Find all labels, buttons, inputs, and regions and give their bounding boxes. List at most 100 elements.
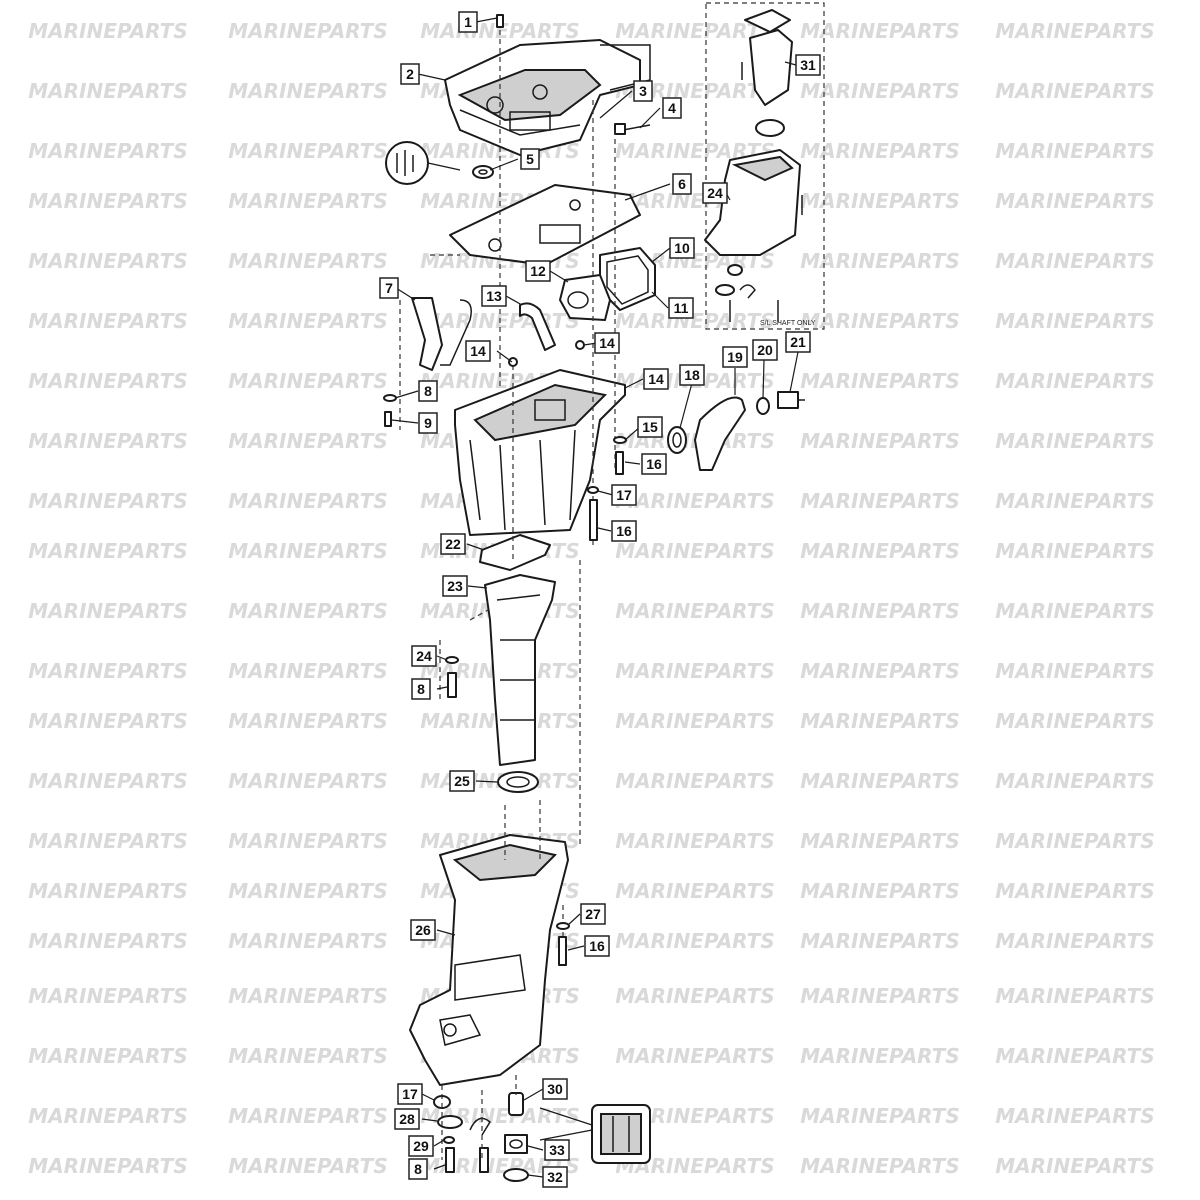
callout-label: 7 [385,280,393,296]
callout-label: 16 [646,456,662,472]
callout-label: 3 [639,83,647,99]
bolt-30 [445,1147,489,1173]
callout-box [584,935,610,957]
watermark-text: MARINEPARTS [28,709,187,733]
callout-label: 16 [616,523,632,539]
watermark-text: MARINEPARTS [28,1044,187,1068]
watermark-text: MARINEPARTS [995,659,1154,683]
watermark-text: MARINEPARTS [800,1044,959,1068]
callout-label: 2 [406,66,414,82]
watermark-text: MARINEPARTS [28,309,187,333]
callout-label: 33 [549,1142,565,1158]
pin-1 [496,14,504,28]
watermark-text: MARINEPARTS [28,1154,187,1178]
watermark-text: MARINEPARTS [995,249,1154,273]
callout-box [442,575,468,597]
watermark-text: MARINEPARTS [800,19,959,43]
callout-label: 11 [674,300,689,316]
watermark-text: MARINEPARTS [28,829,187,853]
watermark-text: MARINEPARTS [995,539,1154,563]
callout-label: 17 [402,1086,418,1102]
callout-box [542,1166,568,1188]
callout-label: 8 [414,1161,422,1177]
watermark-text: MARINEPARTS [995,984,1154,1008]
watermark-text: MARINEPARTS [995,929,1154,953]
watermark-text: MARINEPARTS [615,829,774,853]
watermark-text: MARINEPARTS [995,19,1154,43]
callout-box [449,770,475,792]
detail-inset [539,1104,651,1164]
watermark-text: MARINEPARTS [615,709,774,733]
callout-box [544,1139,570,1161]
watermark-text: MARINEPARTS [800,829,959,853]
callout-box [411,678,431,700]
watermark-text: MARINEPARTS [28,879,187,903]
callout-label: 23 [447,578,463,594]
callout-box [394,1108,420,1130]
watermark-text: MARINEPARTS [615,984,774,1008]
watermark-text: MARINEPARTS [615,19,774,43]
callout-label: 5 [526,151,534,167]
watermark-text: MARINEPARTS [800,659,959,683]
callout-box [411,645,437,667]
callout-label: 29 [413,1138,429,1154]
watermark-text: MARINEPARTS [800,709,959,733]
watermark-text: MARINEPARTS [228,599,387,623]
callout-box [669,237,695,259]
callout-label: 10 [674,240,690,256]
upper-casing-27 [409,834,569,1086]
watermark-text: MARINEPARTS [800,929,959,953]
callout-box [785,331,811,353]
watermark-text: MARINEPARTS [800,539,959,563]
upper-mount-bracket [444,39,651,156]
callout-label: 9 [424,415,432,431]
watermark-layer: MARINEPARTS MARINEPARTS MARINEPARTS MARINEP… [28,19,1154,1178]
watermark-text: MARINEPARTS [615,1044,774,1068]
callout-label: 14 [599,335,615,351]
callout-box [672,173,692,195]
watermark-text: MARINEPARTS [995,139,1154,163]
callout-label: 24 [416,648,432,664]
watermark-text: MARINEPARTS [28,984,187,1008]
watermark-text: MARINEPARTS [800,189,959,213]
watermark-text: MARINEPARTS [228,189,387,213]
ring-31 [503,1168,529,1182]
watermark-text: MARINEPARTS [228,539,387,563]
callout-box [418,412,438,434]
bushing-33 [508,1092,524,1116]
watermark-text: MARINEPARTS [228,1044,387,1068]
callout-box [408,1158,428,1180]
callout-label: 16 [589,938,605,954]
inset-note: S/L SHAFT ONLY [760,320,816,327]
watermark-text: MARINEPARTS [615,929,774,953]
callout-label: 8 [417,681,425,697]
watermark-text: MARINEPARTS [228,984,387,1008]
callout-box [400,63,420,85]
watermark-text: MARINEPARTS [228,139,387,163]
bushing-5 [472,165,494,179]
watermark-text: MARINEPARTS [995,1154,1154,1178]
watermark-text: MARINEPARTS [615,309,774,333]
watermark-text: MARINEPARTS [995,189,1154,213]
callout-box [643,368,669,390]
callout-box [397,1083,423,1105]
callout-label: 12 [530,263,546,279]
callout-label: 4 [668,100,676,116]
watermark-text: MARINEPARTS [28,429,187,453]
watermark-text: MARINEPARTS [615,539,774,563]
watermark-text: MARINEPARTS [800,769,959,793]
watermark-text: MARINEPARTS [228,879,387,903]
callout-box [408,1135,434,1157]
watermark-text: MARINEPARTS [995,879,1154,903]
watermark-text: MARINEPARTS [228,1104,387,1128]
screw-4 [614,123,651,135]
callout-box [722,346,748,368]
exhaust-cover-12 [559,274,611,321]
watermark-text: MARINEPARTS [228,429,387,453]
watermark-text: MARINEPARTS [995,309,1154,333]
watermark-text: MARINEPARTS [28,659,187,683]
leader-lines [391,17,799,1178]
callout-box [795,54,821,76]
watermark-text: MARINEPARTS [800,309,959,333]
